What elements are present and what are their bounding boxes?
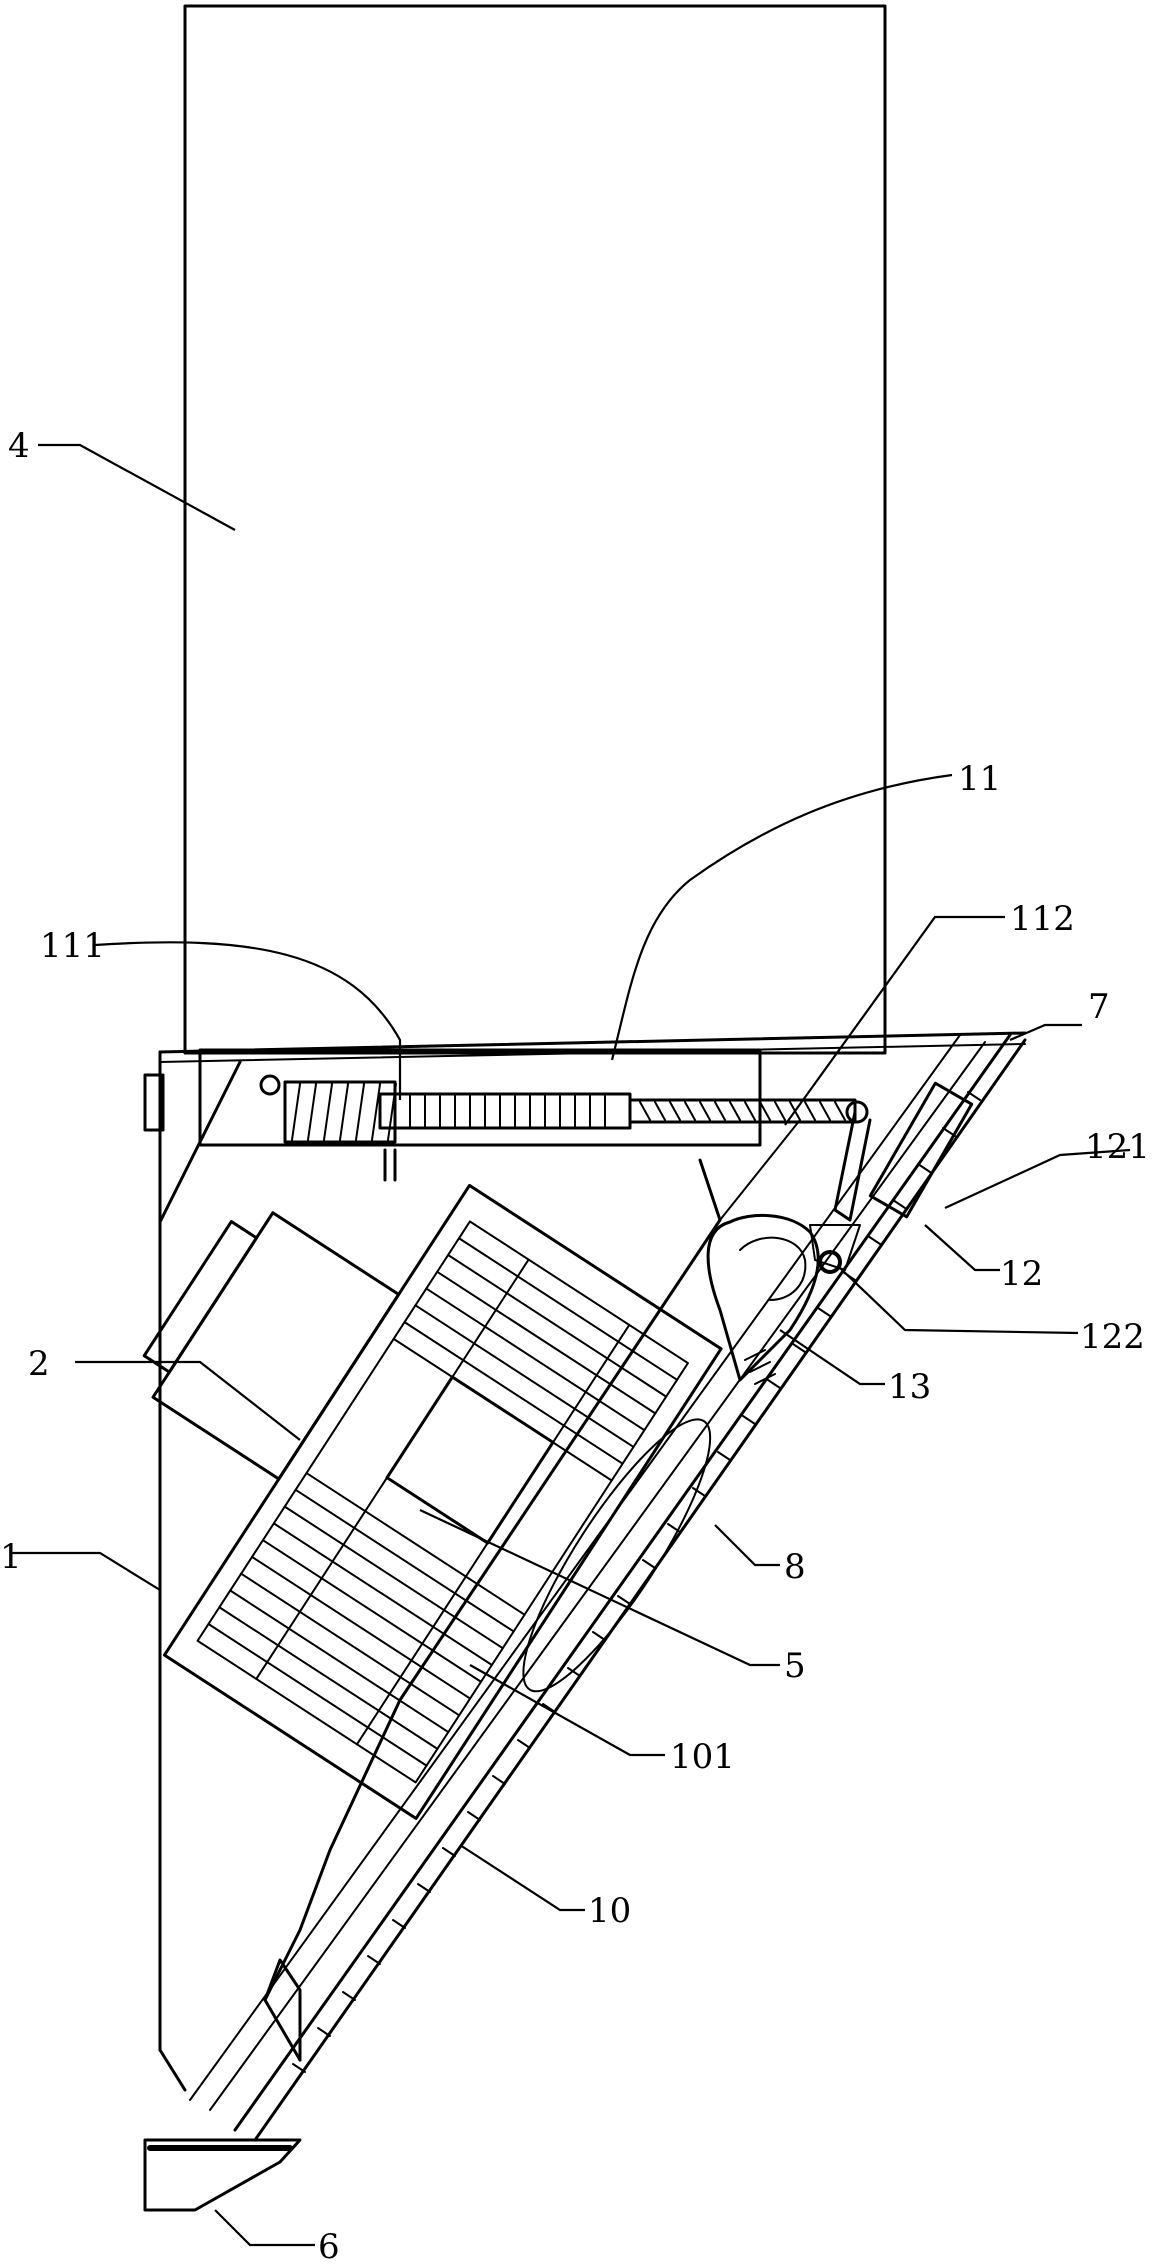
linkage-mechanism [706, 1081, 974, 1385]
hook-part [706, 1213, 820, 1382]
oil-cup [143, 2138, 302, 2212]
fan-assembly [142, 1183, 723, 1820]
label-111: 111 [40, 926, 105, 966]
label-112: 112 [1010, 899, 1075, 939]
label-8: 8 [784, 1547, 806, 1587]
label-5: 5 [784, 1646, 806, 1686]
chimney-box [183, 4, 887, 1055]
label-1: 1 [0, 1537, 22, 1577]
air-guide-plate [263, 1119, 801, 2062]
label-7: 7 [1088, 987, 1110, 1027]
label-13: 13 [888, 1367, 931, 1407]
label-11: 11 [958, 759, 1001, 799]
label-121: 121 [1085, 1127, 1150, 1167]
label-122: 122 [1080, 1317, 1145, 1357]
leader-lines [10, 443, 1131, 2247]
label-6: 6 [318, 2227, 340, 2264]
label-101: 101 [670, 1737, 735, 1777]
label-2: 2 [28, 1344, 50, 1384]
label-12: 12 [1000, 1254, 1043, 1294]
housing-body [143, 1050, 242, 2092]
front-panel [189, 1033, 1027, 2142]
label-4: 4 [8, 426, 30, 466]
label-10: 10 [588, 1891, 631, 1931]
